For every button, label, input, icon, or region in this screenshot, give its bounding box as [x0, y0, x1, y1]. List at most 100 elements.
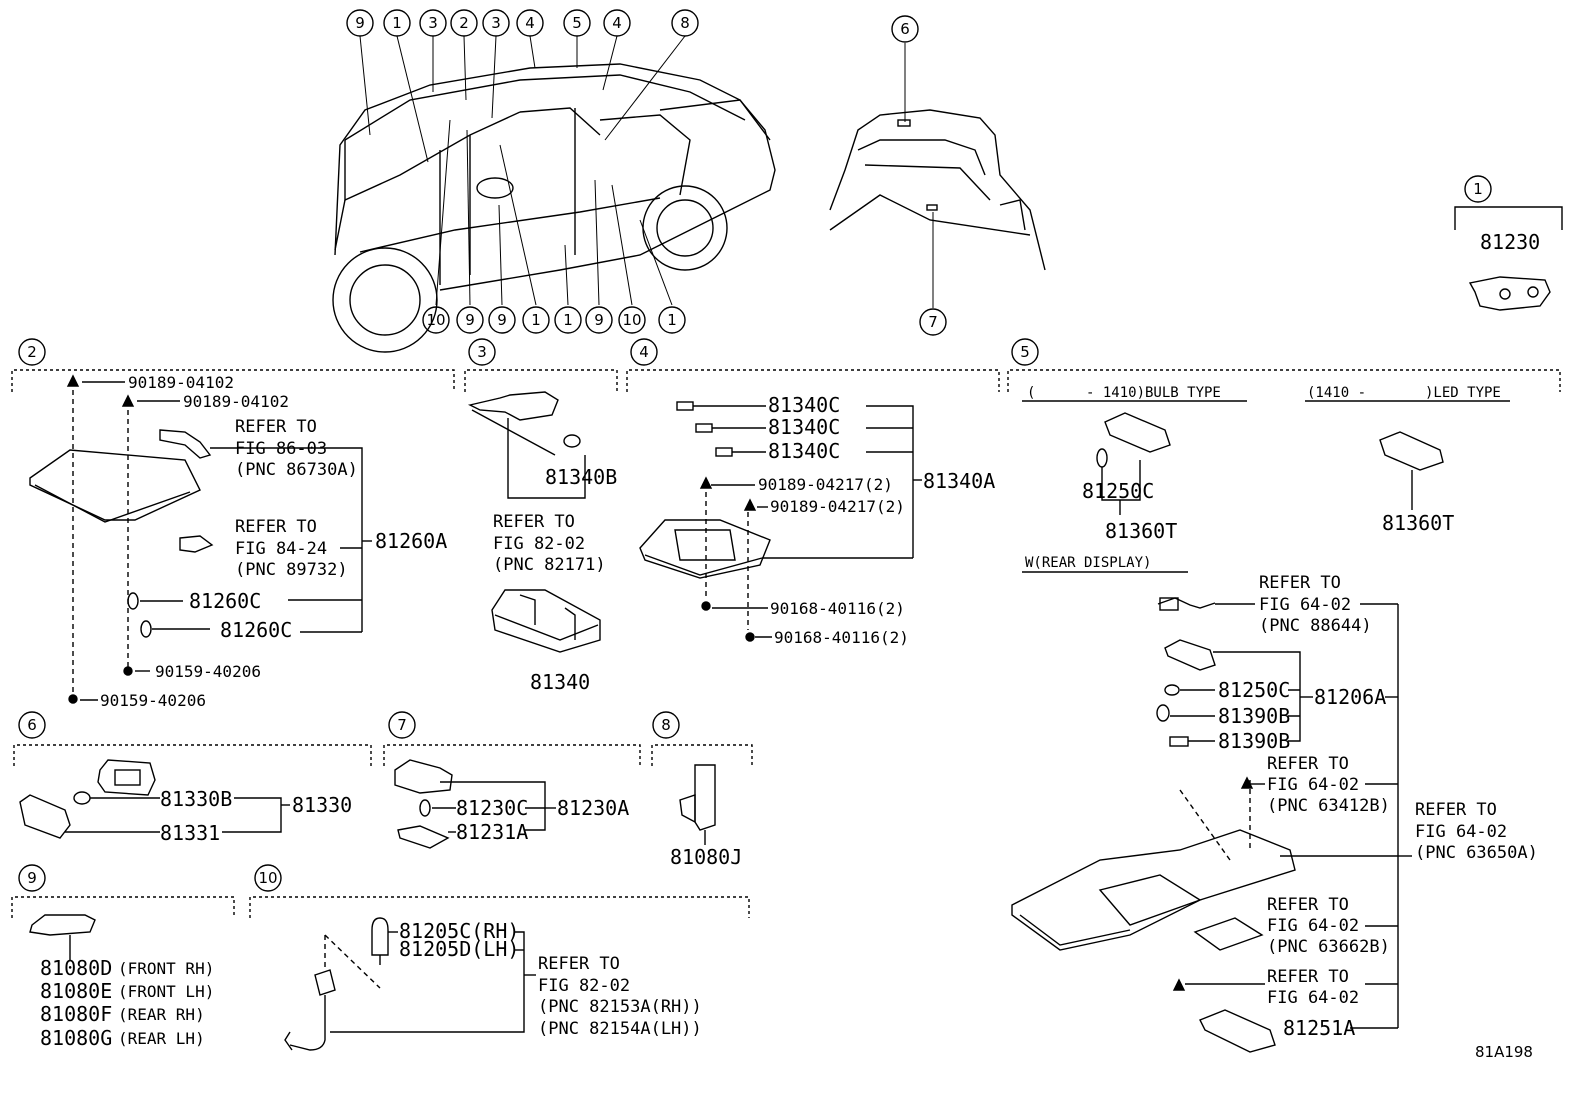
part-81340B: 81340B [545, 465, 617, 489]
part-81080D: 81080D [40, 956, 112, 980]
part-81080G: 81080G [40, 1026, 112, 1050]
callout-5: 5 [1020, 343, 1030, 361]
callout-2: 2 [27, 343, 37, 361]
part-81231A: 81231A [456, 820, 528, 844]
part-81330B: 81330B [160, 787, 232, 811]
refer-note: FIG 64-02 [1415, 822, 1507, 842]
callout-6: 6 [27, 716, 37, 734]
callout-1: 1 [392, 14, 402, 32]
part-81260A: 81260A [375, 529, 447, 553]
part-screw-2: 90159-40206 [100, 691, 206, 710]
part-81230A: 81230A [557, 796, 629, 820]
refer-note: FIG 86-03 [235, 439, 327, 459]
callout-7: 7 [397, 716, 407, 734]
part-81340A: 81340A [923, 469, 995, 493]
callout-3: 3 [477, 343, 487, 361]
part-81390B: 81390B [1218, 729, 1290, 753]
refer-note: (PNC 63412B) [1267, 796, 1390, 816]
callout-1: 1 [1473, 180, 1483, 198]
refer-note: (PNC 82171) [493, 555, 606, 575]
refer-note: REFER TO [493, 512, 575, 532]
part-clip-2: 90189-04217(2) [770, 497, 905, 516]
part-screw-1: 90159-40206 [155, 662, 261, 681]
callout-5: 5 [572, 14, 582, 32]
refer-note: REFER TO [1267, 754, 1349, 774]
part-81360T: 81360T [1105, 519, 1177, 543]
part-81340C: 81340C [768, 393, 840, 417]
refer-note: FIG 64-02 [1259, 595, 1351, 615]
section-1 [1454, 175, 1563, 311]
diagram-code: 81A198 [1475, 1043, 1533, 1061]
callout-9: 9 [27, 869, 37, 887]
position-note: (FRONT RH) [118, 959, 214, 978]
callout-4: 4 [525, 14, 535, 32]
refer-note: FIG 64-02 [1267, 916, 1359, 936]
refer-note: REFER TO [538, 954, 620, 974]
refer-note: FIG 64-02 [1267, 775, 1359, 795]
rear-display-label: W(REAR DISPLAY) [1025, 555, 1151, 571]
part-clip-1: 90189-04217(2) [758, 475, 893, 494]
refer-note: (PNC 63650A) [1415, 843, 1538, 863]
part-81340C: 81340C [768, 415, 840, 439]
part-81260C: 81260C [220, 618, 292, 642]
section-9 [11, 864, 235, 960]
part-81080F: 81080F [40, 1002, 112, 1026]
section-8 [651, 711, 753, 845]
callout-10: 10 [258, 869, 277, 887]
part-81330: 81330 [292, 793, 352, 817]
section-6 [13, 711, 372, 839]
part-screw-1: 90168-40116(2) [770, 599, 905, 618]
callout-3: 3 [491, 14, 501, 32]
section-7 [383, 711, 641, 849]
callout-9: 9 [594, 311, 604, 329]
refer-note: REFER TO [235, 517, 317, 537]
part-81340: 81340 [530, 670, 590, 694]
callout-6: 6 [900, 20, 910, 38]
bulb-type-label: ( - 1410)BULB TYPE [1027, 385, 1221, 401]
refer-note: REFER TO [235, 417, 317, 437]
callout-1: 1 [667, 311, 677, 329]
refer-note: FIG 82-02 [538, 976, 630, 996]
callout-9: 9 [497, 311, 507, 329]
refer-note: (PNC 82154A(LH)) [538, 1019, 702, 1039]
callout-8: 8 [661, 716, 671, 734]
callout-4: 4 [639, 343, 649, 361]
callout-10: 10 [426, 311, 445, 329]
refer-note: FIG 82-02 [493, 534, 585, 554]
section-3 [464, 338, 618, 653]
refer-note: (PNC 86730A) [235, 460, 358, 480]
part-clip-2: 90189-04102 [183, 392, 289, 411]
part-81206A: 81206A [1314, 685, 1386, 709]
callout-9: 9 [465, 311, 475, 329]
part-81390B: 81390B [1218, 704, 1290, 728]
section-2 [11, 338, 455, 704]
callout-1: 1 [531, 311, 541, 329]
part-81331: 81331 [160, 821, 220, 845]
refer-note: (PNC 89732) [235, 560, 348, 580]
refer-note: FIG 64-02 [1267, 988, 1359, 1008]
callout-4: 4 [612, 14, 622, 32]
refer-note: REFER TO [1415, 800, 1497, 820]
position-note: (FRONT LH) [118, 982, 214, 1001]
led-type-label: (1410 - )LED TYPE [1307, 385, 1501, 401]
part-clip-1: 90189-04102 [128, 373, 234, 392]
callout-2: 2 [459, 14, 469, 32]
refer-note: REFER TO [1259, 573, 1341, 593]
part-81250C: 81250C [1082, 479, 1154, 503]
callout-7: 7 [928, 313, 938, 331]
part-81250C: 81250C [1218, 678, 1290, 702]
callout-1: 1 [563, 311, 573, 329]
part-81205D: 81205D(LH) [399, 937, 519, 961]
top-leader-lines [359, 35, 934, 308]
refer-note: (PNC 82153A(RH)) [538, 997, 702, 1017]
callout-10: 10 [622, 311, 641, 329]
part-81230: 81230 [1480, 230, 1540, 254]
callout-8: 8 [680, 14, 690, 32]
position-note: (REAR RH) [118, 1005, 205, 1024]
part-screw-2: 90168-40116(2) [774, 628, 909, 647]
part-81205C: 81205C(RH) [399, 919, 519, 943]
car-illustration [332, 63, 776, 353]
section-10 [249, 864, 750, 1051]
part-81260C: 81260C [189, 589, 261, 613]
